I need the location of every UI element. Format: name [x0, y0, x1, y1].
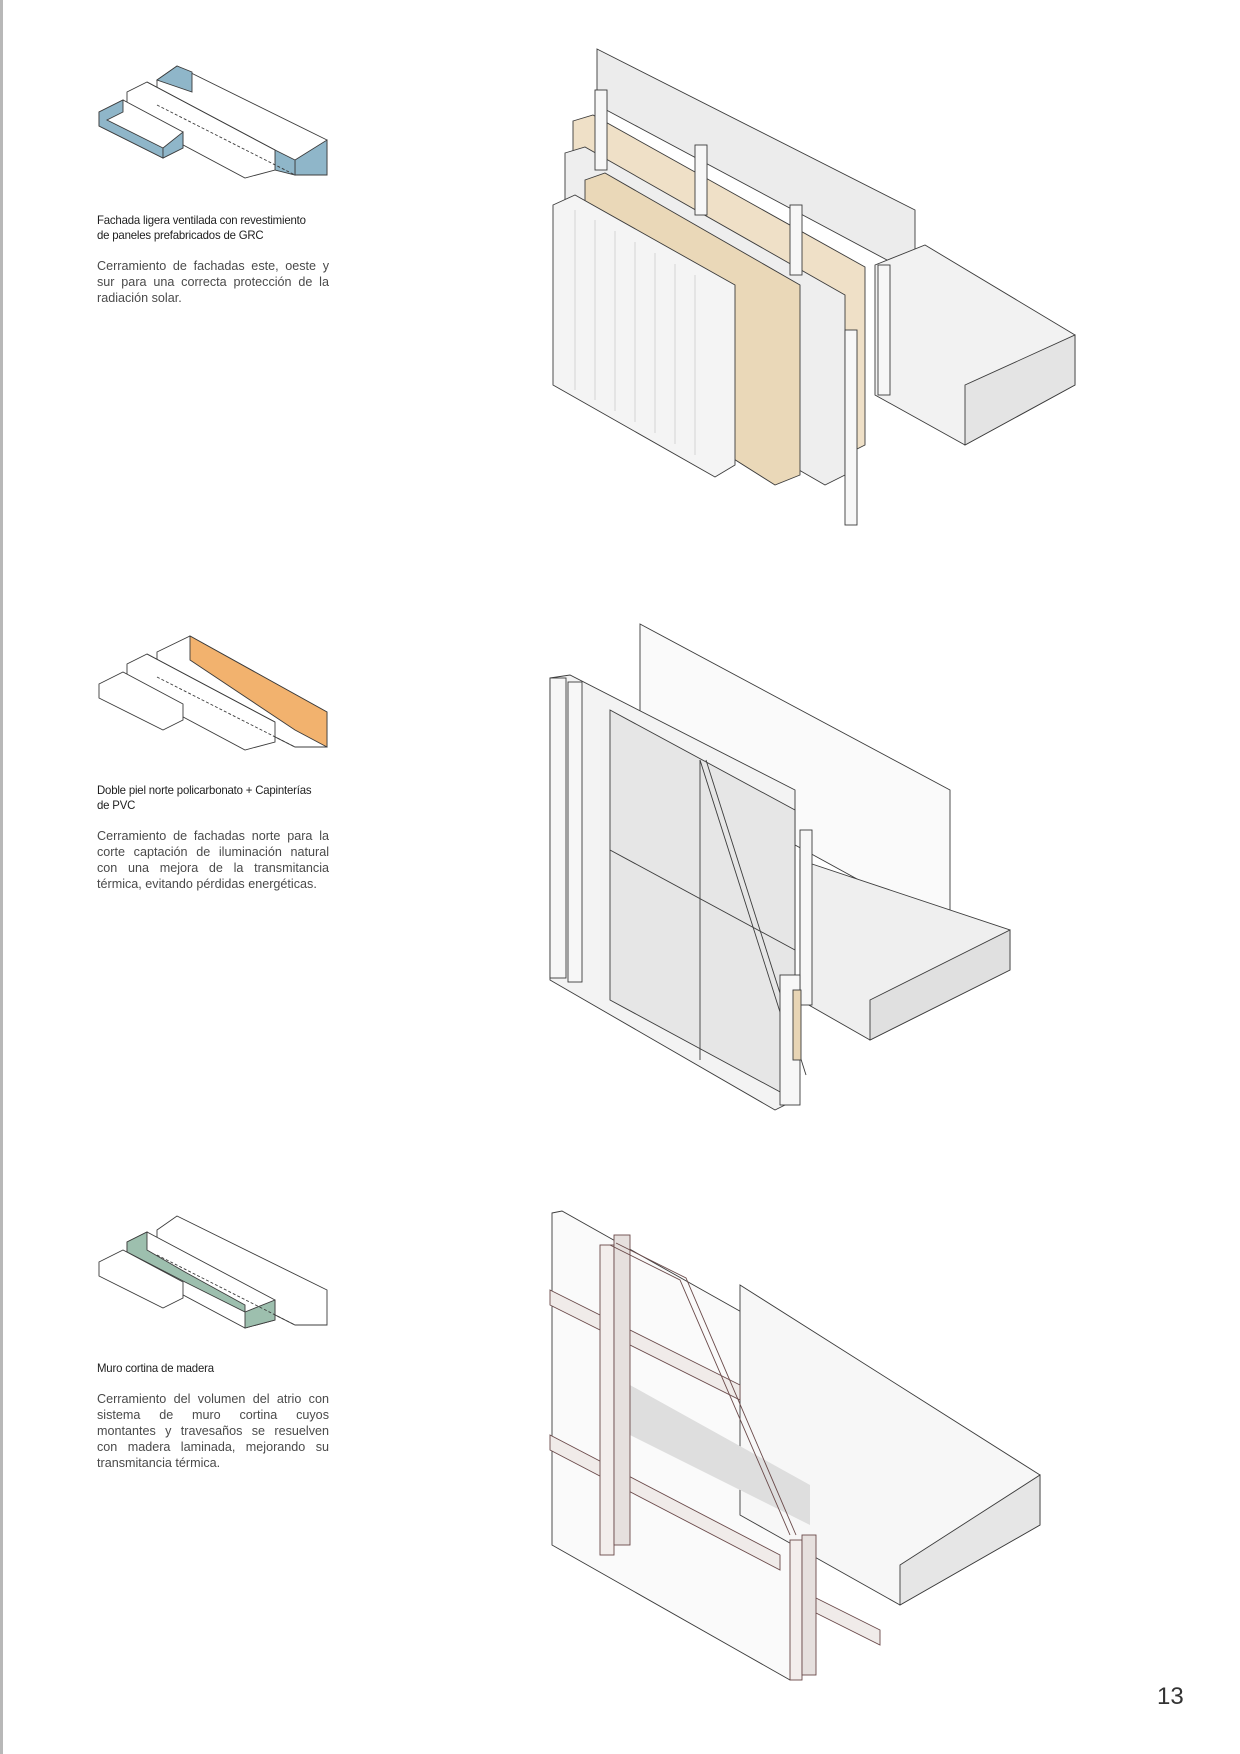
section-north-caption: Doble piel norte policarbonato + Capinte…: [97, 783, 329, 892]
page-number: 13: [1157, 1683, 1184, 1710]
timber-curtain-wall-axonometric-drawing: [540, 1205, 1110, 1705]
section-description: Cerramiento de fachadas norte para la co…: [97, 829, 329, 891]
page-left-edge: [0, 0, 3, 1754]
section-atrium-caption: Muro cortina de madera Cerramiento del v…: [97, 1361, 329, 1471]
building-thumbnail-atrium-icon: [95, 1210, 330, 1330]
section-title: Muro cortina de madera: [97, 1361, 214, 1375]
building-thumbnail-north-icon: [95, 632, 330, 752]
section-title: Doble piel norte policarbonato + Capinte…: [97, 783, 312, 812]
section-description: Cerramiento de fachadas este, oeste y su…: [97, 259, 329, 305]
double-skin-axonometric-drawing: [540, 620, 1040, 1130]
building-thumbnail-grc-icon: [95, 60, 330, 180]
section-grc-caption: Fachada ligera ventilada con revestimien…: [97, 213, 329, 306]
ventilated-facade-axonometric-drawing: [545, 45, 1105, 555]
section-description: Cerramiento del volumen del atrio con si…: [97, 1392, 329, 1470]
section-title: Fachada ligera ventilada con revestimien…: [97, 213, 306, 242]
